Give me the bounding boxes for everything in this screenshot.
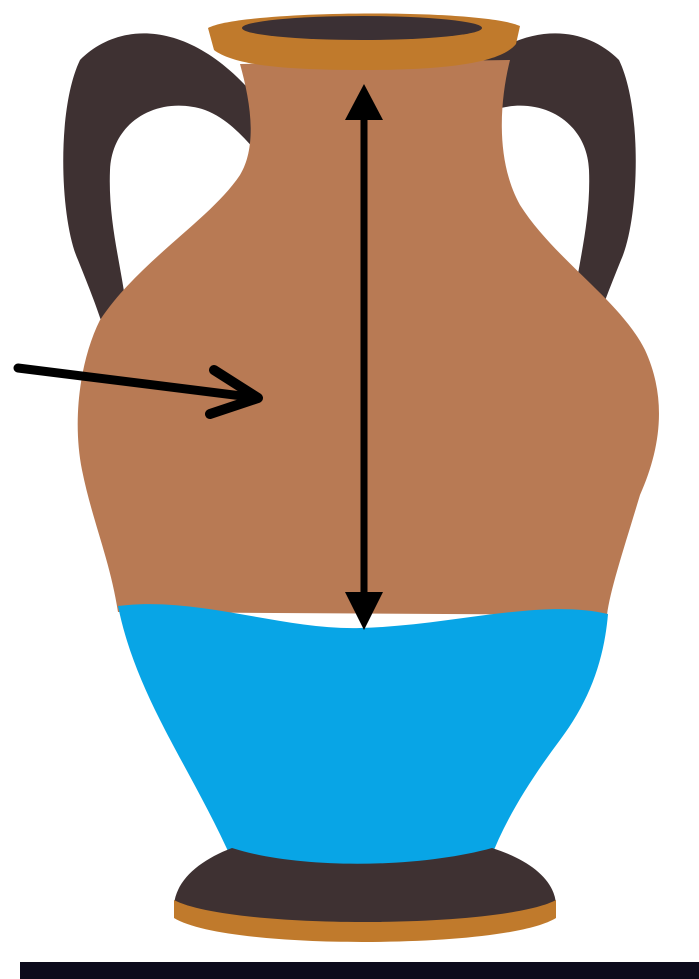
bottom-bar [20,962,699,979]
vase-opening [242,16,482,40]
